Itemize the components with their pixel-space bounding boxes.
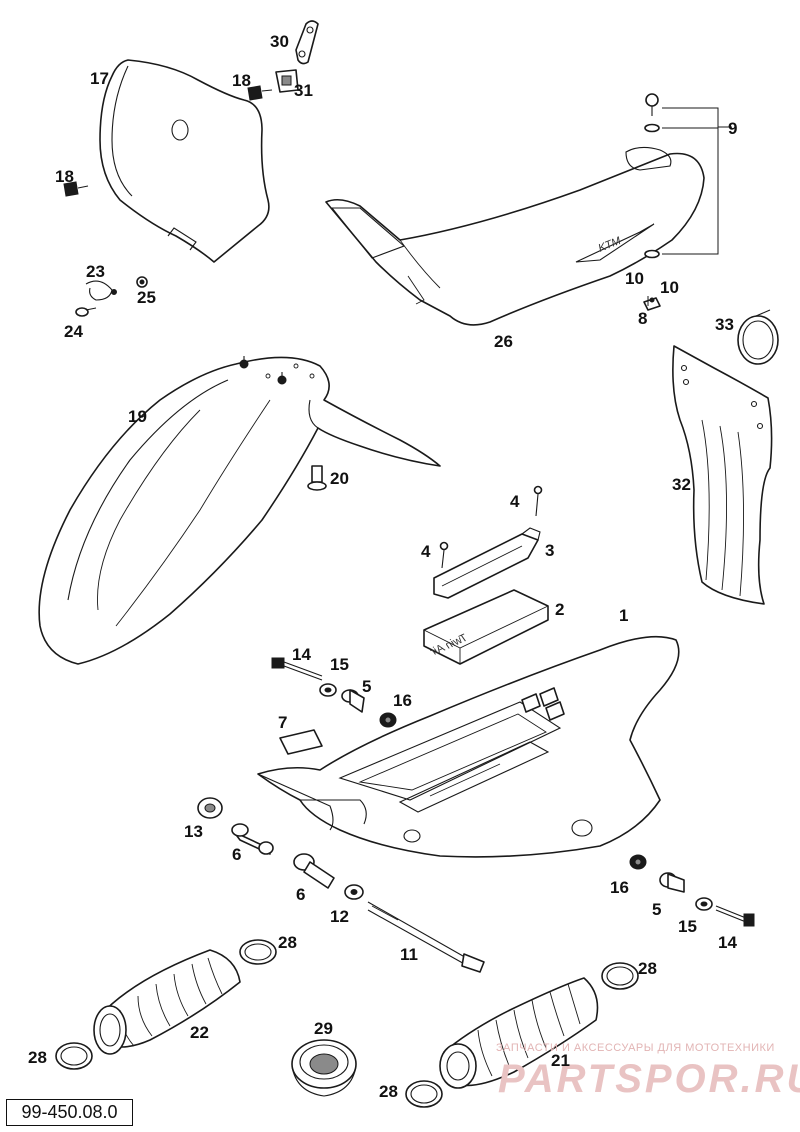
airbox — [257, 635, 680, 858]
callout-24: 24 — [64, 322, 83, 341]
mounting-bracket — [295, 20, 319, 65]
fender-screw — [307, 465, 327, 491]
callout-17: 17 — [90, 69, 109, 88]
callout-14-lower: 14 — [718, 933, 737, 952]
screw-4-top — [533, 485, 543, 517]
washer-15-lower — [695, 897, 713, 911]
callout-13: 13 — [184, 822, 203, 841]
callout-16-upper: 16 — [393, 691, 412, 710]
callout-6-upper: 6 — [232, 845, 241, 864]
front-number-plate — [99, 59, 270, 263]
callouts: 30 17 18 31 9 18 23 10 10 25 8 33 24 26 … — [28, 32, 737, 1101]
screw-18-left — [63, 181, 89, 197]
callout-30: 30 — [270, 32, 289, 51]
callout-5-upper: 5 — [362, 677, 371, 696]
long-bolt-11 — [367, 901, 485, 973]
callout-22: 22 — [190, 1023, 209, 1042]
watermark-tagline: ЗАПЧАСТИ И АКСЕССУАРЫ ДЛЯ МОТОТЕХНИКИ — [496, 1042, 775, 1054]
washer-15-upper — [319, 683, 337, 697]
clamp-ring — [737, 309, 779, 365]
hose-clamp-28-b — [55, 1042, 93, 1070]
callout-5-lower: 5 — [652, 900, 661, 919]
seat-screw — [644, 93, 660, 259]
screw-24 — [75, 307, 97, 317]
spacer-6-lower — [293, 853, 335, 889]
intake-boot-right — [439, 977, 599, 1089]
screw-4-left — [439, 541, 449, 569]
callout-29: 29 — [314, 1019, 333, 1038]
rubber-ring — [291, 1039, 357, 1097]
callout-28-a: 28 — [278, 933, 297, 952]
hose-clamp-28-a — [239, 939, 277, 965]
callout-14-upper: 14 — [292, 645, 311, 664]
callout-15-upper: 15 — [330, 655, 349, 674]
callout-1: 1 — [619, 606, 628, 625]
callout-16-lower: 16 — [610, 878, 629, 897]
callout-4-left: 4 — [421, 542, 431, 561]
callout-7: 7 — [278, 713, 287, 732]
clip-nut — [275, 69, 299, 93]
callout-8: 8 — [638, 309, 647, 328]
nut-16-upper — [379, 712, 397, 728]
callout-31: 31 — [294, 81, 313, 100]
bolt-14-lower — [715, 905, 755, 927]
callout-12: 12 — [330, 907, 349, 926]
seat: KTM — [325, 146, 705, 326]
cable-tie-23 — [85, 280, 117, 301]
callout-6-lower: 6 — [296, 885, 305, 904]
watermark: ЗАПЧАСТИ И АКСЕССУАРЫ ДЛЯ МОТОТЕХНИКИ PA… — [496, 1042, 800, 1101]
callout-28-b: 28 — [28, 1048, 47, 1067]
bushing-5-lower — [659, 872, 685, 893]
callout-20: 20 — [330, 469, 349, 488]
nut-25 — [136, 276, 148, 288]
callout-25: 25 — [137, 288, 156, 307]
callout-10-right: 10 — [660, 278, 679, 297]
callout-3: 3 — [545, 541, 554, 560]
diagram-number: 99-450.08.0 — [6, 1099, 133, 1126]
mud-flap — [672, 345, 773, 605]
callout-28-c: 28 — [638, 959, 657, 978]
nut-16-lower — [629, 854, 647, 870]
filter-cover — [433, 527, 541, 599]
callout-21: 21 — [551, 1051, 570, 1070]
callout-10-left: 10 — [625, 269, 644, 288]
callout-32: 32 — [672, 475, 691, 494]
washer-12 — [344, 884, 364, 900]
front-fender — [38, 356, 441, 665]
callout-18-left: 18 — [55, 167, 74, 186]
bushing-5-upper — [341, 689, 365, 713]
screw-18-top — [247, 85, 273, 101]
intake-boot-left — [93, 949, 241, 1055]
callout-2: 2 — [555, 600, 564, 619]
callout-28-d: 28 — [379, 1082, 398, 1101]
callout-19: 19 — [128, 407, 147, 426]
callout-11: 11 — [400, 945, 418, 964]
spacer-6-upper — [231, 823, 274, 855]
sticker — [279, 729, 323, 755]
nut-13 — [197, 797, 223, 819]
callout-4-top: 4 — [510, 492, 520, 511]
callout-33: 33 — [715, 315, 734, 334]
callout-26: 26 — [494, 332, 513, 351]
callout-9: 9 — [728, 119, 737, 138]
hose-clamp-28-c — [601, 962, 639, 990]
watermark-site: PARTSPOR.RU — [498, 1057, 800, 1101]
bolt-14-upper — [271, 657, 323, 681]
callout-23: 23 — [86, 262, 105, 281]
leader-lines — [647, 107, 732, 306]
hose-clamp-28-d — [405, 1080, 443, 1108]
callout-18-top: 18 — [232, 71, 251, 90]
callout-15-lower: 15 — [678, 917, 697, 936]
air-filter: Twin Air — [423, 589, 549, 665]
